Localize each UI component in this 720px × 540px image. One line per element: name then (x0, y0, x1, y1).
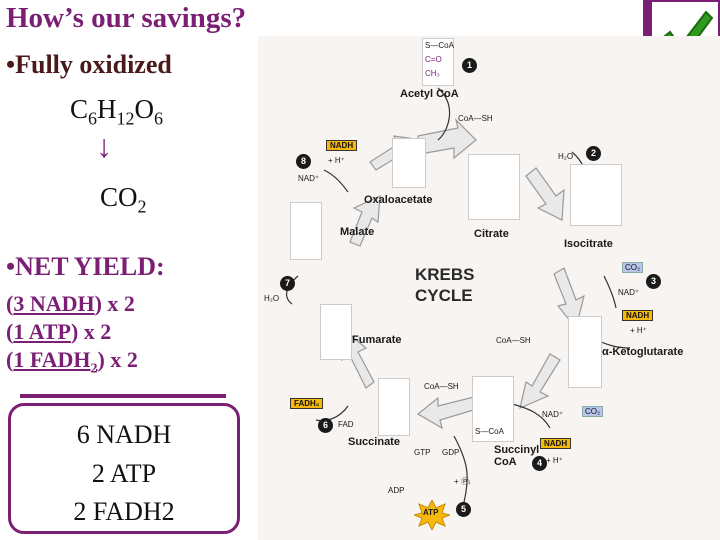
label-isocitrate: Isocitrate (564, 238, 613, 250)
label-malate: Malate (340, 226, 375, 238)
label-fumarate: Fumarate (352, 334, 402, 346)
atp-label: ATP (423, 508, 439, 517)
isocitrate-structure (570, 164, 622, 226)
step-1: 1 (462, 58, 477, 73)
label-citrate: Citrate (474, 228, 509, 240)
step-2: 2 (586, 146, 601, 161)
fumarate-structure (320, 304, 352, 360)
step-7: 7 (280, 276, 295, 291)
citrate-structure (468, 154, 520, 220)
acetyl-coa-structure: S—CoA C=O CH₃ (422, 38, 454, 86)
totals-box: 6 NADH 2 ATP 2 FADH2 (8, 403, 240, 534)
arrow-citrate-to-isocitrate (525, 167, 565, 221)
arrow-succinylcoa-to-succinate (416, 395, 481, 430)
step-8: 8 (296, 154, 311, 169)
co2-product: CO2 (100, 182, 147, 217)
akg-structure (568, 316, 602, 388)
divider (20, 394, 226, 398)
label-alpha-ketoglutarate: α-Ketoglutarate (602, 346, 684, 358)
step-5: 5 (456, 502, 471, 517)
co2-badge-2: CO₂ (582, 406, 604, 417)
label-acetyl-coa: Acetyl CoA (400, 88, 459, 100)
succinate-structure (378, 378, 410, 436)
arrow-malate-to-oxaloacetate (349, 195, 381, 247)
yield-line-atp: (1 ATP) x 2 (6, 319, 112, 344)
yield-line-fadh2: (1 FADH2) x 2 (6, 347, 138, 377)
nadh-badge-3: NADH (540, 438, 572, 449)
nadh-badge-2: NADH (622, 310, 654, 321)
co2-badge-1: CO₂ (622, 262, 644, 273)
krebs-cycle-diagram: S—CoA C=O CH₃ S—CoA KREBS CYCLE Acetyl C… (258, 36, 720, 540)
step-3: 3 (646, 274, 661, 289)
krebs-cycle-title: KREBS CYCLE (415, 265, 475, 305)
malate-structure (290, 202, 322, 260)
step-6: 6 (318, 418, 333, 433)
total-nadh: 6 NADH (76, 420, 172, 449)
down-arrow-icon: ↓ (96, 128, 112, 164)
nadh-badge-1: NADH (326, 140, 358, 151)
succinyl-coa-structure: S—CoA (472, 376, 514, 442)
label-succinyl-coa: Succinyl CoA (494, 444, 540, 468)
bullet-net-yield: •NET YIELD: (6, 252, 165, 281)
arrow-akg-to-succinylcoa (519, 353, 561, 410)
bullet-fully-oxidized: •Fully oxidized (6, 50, 172, 79)
atp-starburst-icon (414, 500, 450, 530)
yield-line-nadh: (3 NADH) x 2 (6, 291, 135, 316)
slide-title: How’s our savings? (6, 2, 247, 34)
total-atp: 2 ATP (91, 459, 157, 488)
oxaloacetate-structure (392, 138, 426, 188)
label-succinate: Succinate (348, 436, 400, 448)
label-oxaloacetate: Oxaloacetate (364, 194, 433, 206)
fadh2-badge: FADH₂ (290, 398, 324, 409)
step-4: 4 (532, 456, 547, 471)
acetyl-coa-arrow (437, 87, 451, 141)
arrow-isocitrate-to-akg (553, 267, 585, 330)
total-fadh2: 2 FADH2 (73, 497, 175, 526)
glucose-formula: C6H12O6 (70, 94, 164, 129)
